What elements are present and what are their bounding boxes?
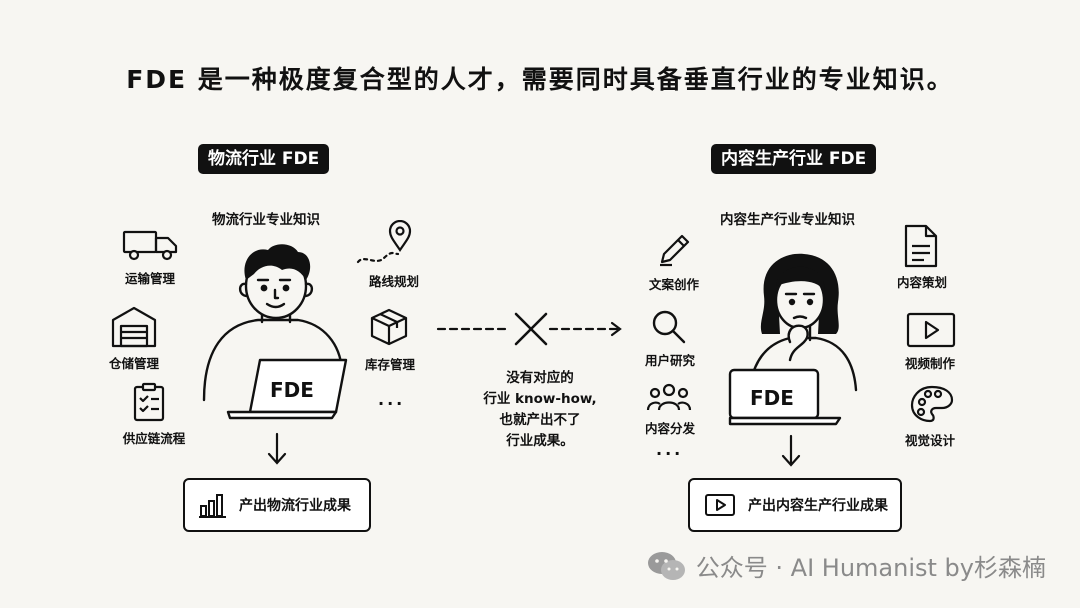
right-item-video: 视频制作 <box>904 356 955 371</box>
left-result-box: 产出物流行业成果 <box>183 478 371 532</box>
document-icon <box>904 224 938 268</box>
right-item-visual-design: 视觉设计 <box>904 433 955 448</box>
middle-line-3: 也就产出不了 <box>499 412 581 428</box>
middle-line-4: 行业成果。 <box>506 433 574 449</box>
warehouse-icon <box>111 306 157 348</box>
clipboard-checklist-icon <box>133 382 165 422</box>
inventory-box-icon <box>370 308 408 346</box>
left-laptop-label: FDE <box>270 378 314 402</box>
left-result-text: 产出物流行业成果 <box>239 498 351 514</box>
right-laptop-icon <box>728 368 842 426</box>
pencil-icon <box>660 234 690 267</box>
right-ellipsis: ... <box>656 440 684 459</box>
right-result-text: 产出内容生产行业成果 <box>748 498 888 514</box>
left-ellipsis: ... <box>378 390 406 409</box>
watermark-text: 公众号 · AI Humanist by杉森楠 <box>695 554 1046 582</box>
right-laptop-label: FDE <box>750 386 794 410</box>
search-icon <box>652 310 686 344</box>
right-knowledge-title: 内容生产行业专业知识 <box>720 212 855 228</box>
right-item-distribution: 内容分发 <box>644 421 695 436</box>
left-item-route-planning: 路线规划 <box>368 274 419 289</box>
right-item-copywriting: 文案创作 <box>648 277 699 292</box>
right-item-planning: 内容策划 <box>896 275 947 290</box>
left-knowledge-title: 物流行业专业知识 <box>212 212 320 228</box>
people-group-icon <box>646 383 692 411</box>
left-laptop-icon <box>226 358 348 420</box>
left-item-supply-chain: 供应链流程 <box>122 431 186 446</box>
page-title: FDE 是一种极度复合型的人才，需要同时具备垂直行业的专业知识。 <box>126 65 954 94</box>
video-play-icon <box>906 312 956 348</box>
cross-x-icon <box>514 312 548 346</box>
wechat-logo-icon <box>647 551 685 580</box>
right-item-user-research: 用户研究 <box>644 353 695 368</box>
right-section-tag: 内容生产行业 FDE <box>711 144 877 174</box>
content-fde-person-illustration <box>746 253 858 412</box>
watermark: 公众号 · AI Humanist by杉森楠 <box>646 548 1046 583</box>
palette-icon <box>910 385 954 423</box>
truck-icon <box>122 230 178 261</box>
middle-line-2: 行业 know-how, <box>483 391 597 407</box>
left-section-tag: 物流行业 FDE <box>198 144 330 174</box>
left-down-arrow-icon <box>267 432 287 465</box>
right-result-box: 产出内容生产行业成果 <box>688 478 902 532</box>
middle-line-1: 没有对应的 <box>506 370 574 386</box>
blocked-dashed-arrow <box>436 321 622 337</box>
right-down-arrow-icon <box>781 434 801 467</box>
logistics-fde-person-illustration <box>202 244 344 402</box>
video-result-icon <box>705 494 735 516</box>
left-item-transport: 运输管理 <box>124 271 175 286</box>
middle-explanation: 没有对应的 行业 know-how, 也就产出不了 行业成果。 <box>440 368 640 452</box>
bar-chart-icon <box>199 494 226 518</box>
route-pin-icon <box>356 220 412 264</box>
left-item-inventory: 库存管理 <box>364 357 415 372</box>
left-item-warehousing: 仓储管理 <box>108 356 159 371</box>
